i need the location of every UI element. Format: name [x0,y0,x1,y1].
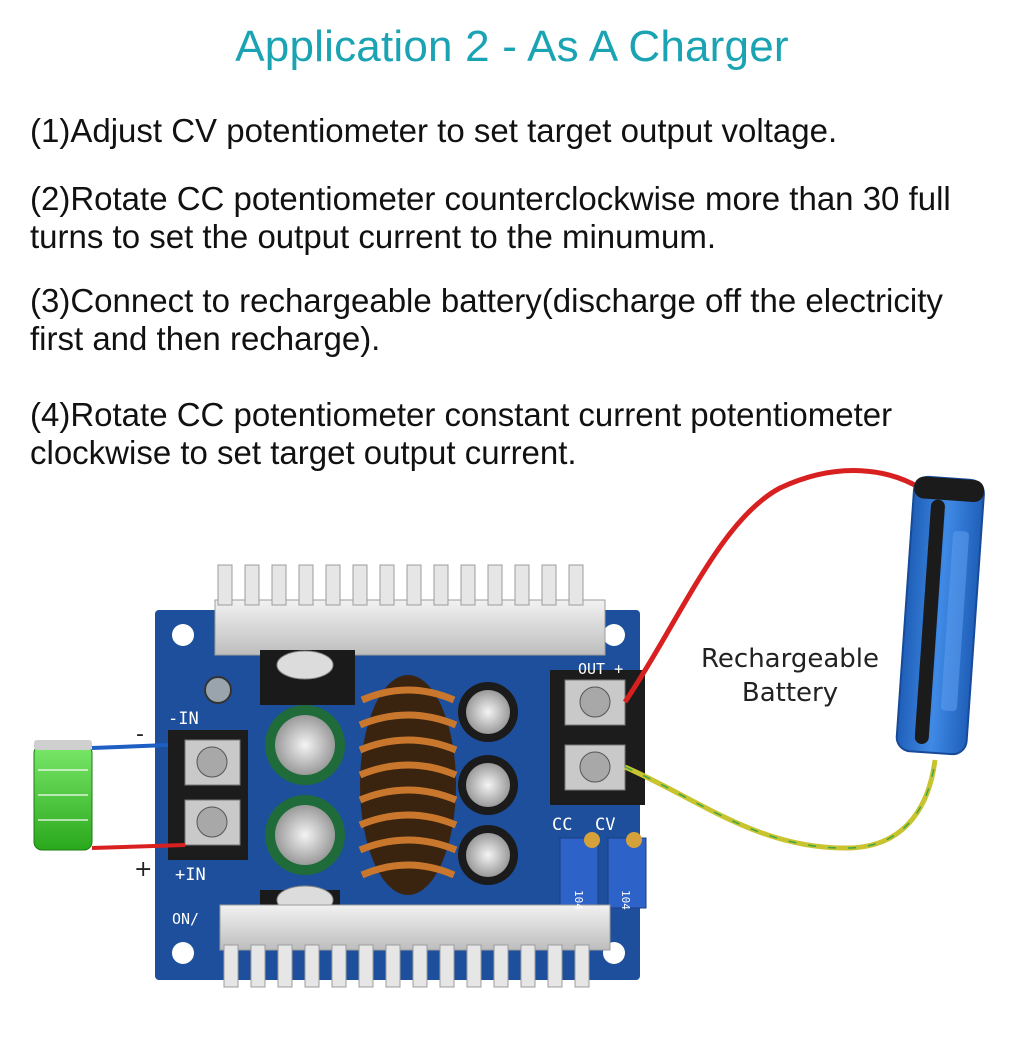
pot-code-cc: 104 [572,890,585,910]
step-1: (1)Adjust CV potentiometer to set target… [30,112,838,149]
potentiometers [559,832,647,909]
battery-label-line1: Rechargeable [701,644,879,674]
label-plus-in: +IN [175,865,206,885]
output-wire-red [622,468,922,704]
page-title: Application 2 - As A Charger [235,22,789,71]
step-4: (4)Rotate CC potentiometer constant curr… [30,396,893,471]
step-3: (3)Connect to rechargeable battery(disch… [30,282,943,357]
label-cc: CC [552,815,572,835]
heatsink-top [214,564,606,705]
toroid-inductor [358,675,458,895]
label-minus-in: -IN [168,709,199,729]
label-on: ON/ [172,910,199,928]
capacitors-green [265,705,345,875]
heatsink-bottom [219,885,611,988]
power-source-icon [33,740,93,851]
mount-hole-icon [172,624,194,646]
step-2: (2)Rotate CC potentiometer counterclockw… [30,180,951,255]
battery-icon [895,475,985,756]
mount-hole-icon [172,942,194,964]
capacitors-black [458,682,518,885]
battery-label-line2: Battery [741,678,839,708]
mount-hole-icon [603,624,625,646]
label-out: OUT + [578,660,623,678]
plus-sign: + [134,857,152,882]
charger-illustration: -IN +IN ON/ OUT + CC CV 104 104 - + [33,468,985,988]
input-wire-blue [91,743,169,750]
label-cv: CV [595,815,615,835]
input-terminal [168,730,248,860]
input-wire-red [91,843,186,850]
pot-code-cv: 104 [619,890,632,910]
output-wire-yellow [623,759,938,851]
minus-sign: - [136,722,144,747]
